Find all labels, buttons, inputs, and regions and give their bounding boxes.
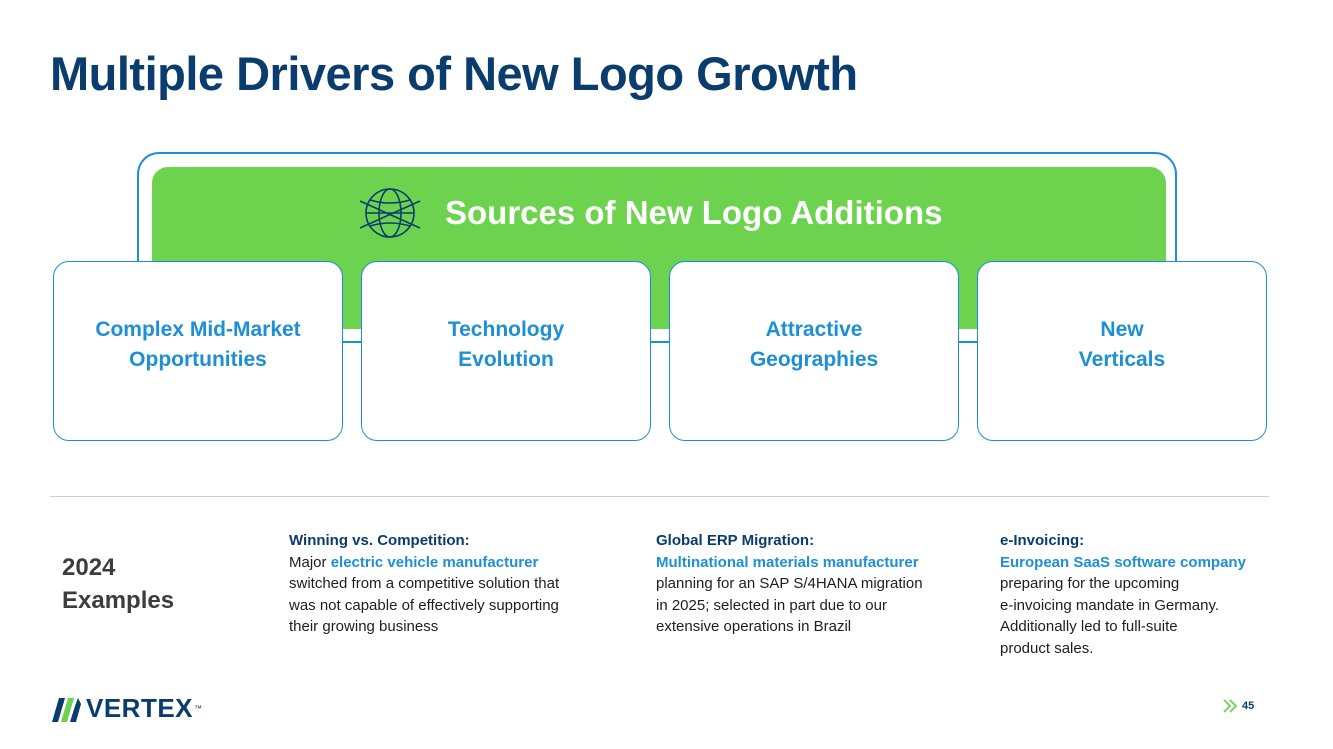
card-label: Complex Mid-Market Opportunities	[95, 317, 301, 371]
example-highlight: Multinational materials manufacturer	[656, 553, 919, 571]
example-line: in 2025; selected in part due to our	[656, 596, 887, 614]
vertex-logo-mark-icon	[52, 698, 81, 722]
banner-title: Sources of New Logo Additions	[445, 194, 943, 231]
connector-line	[341, 341, 363, 343]
globe-icon	[359, 188, 421, 238]
card-attractive-geographies: Attractive Geographies	[669, 261, 959, 441]
page-number-text: 45	[1242, 700, 1255, 712]
card-new-verticals: New Verticals	[977, 261, 1267, 441]
example-line: product sales.	[1000, 639, 1094, 657]
example-heading: Winning vs. Competition:	[289, 532, 470, 549]
outer-frame	[137, 152, 1177, 277]
logo-trademark: ™	[194, 703, 203, 713]
example-erp-migration: Global ERP Migration: Multinational mate…	[656, 530, 923, 638]
vertex-logo: VERTEX ™	[50, 692, 202, 724]
example-line: switched from a competitive solution tha…	[289, 575, 560, 592]
examples-label: 2024 Examples	[62, 554, 175, 614]
logo-text: VERTEX	[86, 692, 194, 723]
example-line: extensive operations in Brazil	[656, 618, 852, 635]
card-technology-evolution: Technology Evolution	[361, 261, 651, 441]
example-line: Major electric vehicle manufacturer	[289, 553, 539, 571]
example-line: e-invoicing mandate in Germany.	[1000, 596, 1219, 614]
example-highlight: European SaaS software company	[1000, 553, 1246, 571]
connector-line	[650, 341, 672, 343]
page-number: 45	[1222, 699, 1254, 713]
example-heading: e-Invoicing:	[1000, 532, 1085, 549]
example-line: was not capable of effectively supportin…	[289, 596, 559, 614]
card-label: Attractive Geographies	[749, 317, 879, 371]
example-highlight: electric vehicle manufacturer	[330, 553, 539, 571]
example-line: planning for an SAP S/4HANA migration	[656, 575, 923, 592]
card-label: New Verticals	[1078, 317, 1166, 371]
example-line: their growing business	[289, 618, 439, 635]
example-e-invoicing: e-Invoicing: European SaaS software comp…	[1000, 530, 1246, 659]
section-divider	[50, 496, 1269, 497]
example-line: preparing for the upcoming	[1000, 575, 1180, 592]
slide-title: Multiple Drivers of New Logo Growth	[50, 47, 858, 100]
connector-line	[958, 341, 980, 343]
example-heading: Global ERP Migration:	[656, 532, 815, 549]
double-chevron-right-icon	[1223, 699, 1238, 713]
example-line: Additionally led to full-suite	[1000, 618, 1178, 635]
card-complex-mid-market: Complex Mid-Market Opportunities	[53, 261, 343, 441]
example-competition: Winning vs. Competition: Major electric …	[289, 530, 559, 638]
card-label: Technology Evolution	[447, 317, 565, 371]
